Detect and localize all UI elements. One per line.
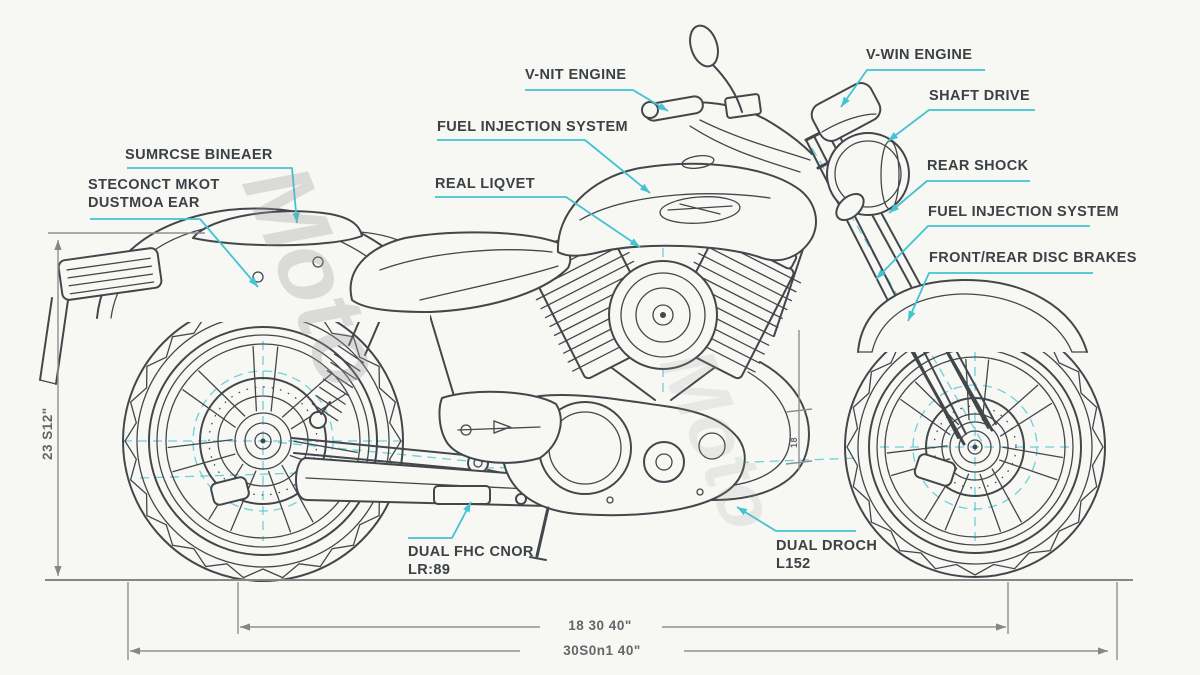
v-twin-engine bbox=[501, 220, 802, 517]
callout-label-real: REAL LIQVET bbox=[435, 176, 536, 192]
fuel-tank bbox=[556, 155, 817, 262]
dimension-lines bbox=[45, 232, 1133, 660]
exhaust-pipe bbox=[295, 361, 810, 507]
callout-label-fuel-left: FUEL INJECTION SYSTEM bbox=[437, 119, 629, 135]
instrument-pod bbox=[810, 82, 882, 142]
rear-bracket bbox=[39, 297, 69, 385]
callout-label-dual-fhc: DUAL FHC CNOR LR:89 bbox=[408, 544, 534, 579]
kickstand bbox=[515, 493, 550, 561]
headlight bbox=[826, 132, 910, 222]
dimension-wheelbase: 18 30 40" bbox=[568, 618, 632, 633]
callout-label-v-nit: V-NIT ENGINE bbox=[525, 67, 627, 83]
dimension-overall-height: 23 S12" bbox=[40, 407, 55, 460]
taillight-rack bbox=[57, 247, 163, 301]
front-fender bbox=[857, 278, 1088, 353]
callout-label-shaft: SHAFT DRIVE bbox=[929, 88, 1031, 104]
side-cover bbox=[438, 390, 562, 464]
dimension-overall-length: 30S0n1 40" bbox=[563, 643, 641, 658]
exhaust-bracket bbox=[433, 485, 491, 505]
dimension-fork-detail: 18 bbox=[789, 436, 799, 448]
master-cylinder bbox=[724, 93, 762, 119]
callout-label-v-win: V-WIN ENGINE bbox=[866, 47, 973, 63]
callout-label-dual-droch: DUAL DROCH L152 bbox=[776, 538, 878, 573]
callout-label-fuel-right: FUEL INJECTION SYSTEM bbox=[928, 204, 1120, 220]
callout-leader-lines bbox=[90, 69, 1093, 539]
mirror-stalk bbox=[711, 63, 743, 113]
front-caliper bbox=[913, 453, 957, 487]
mirror bbox=[689, 24, 719, 68]
callout-label-rear-shock: REAR SHOCK bbox=[927, 158, 1029, 174]
seat bbox=[192, 210, 572, 313]
pillion-pad bbox=[192, 210, 363, 247]
callout-label-steconct: STECONCT MKOT DUSTMOA EAR bbox=[88, 177, 220, 212]
handlebar bbox=[641, 24, 882, 173]
arrowheads bbox=[54, 96, 1108, 655]
rear-caliper bbox=[210, 476, 250, 506]
callout-label-disc-brakes: FRONT/REAR DISC BRAKES bbox=[929, 250, 1137, 266]
turn-signal bbox=[835, 192, 865, 222]
callout-label-sumrcse: SUMRCSE BINEAER bbox=[125, 147, 273, 163]
